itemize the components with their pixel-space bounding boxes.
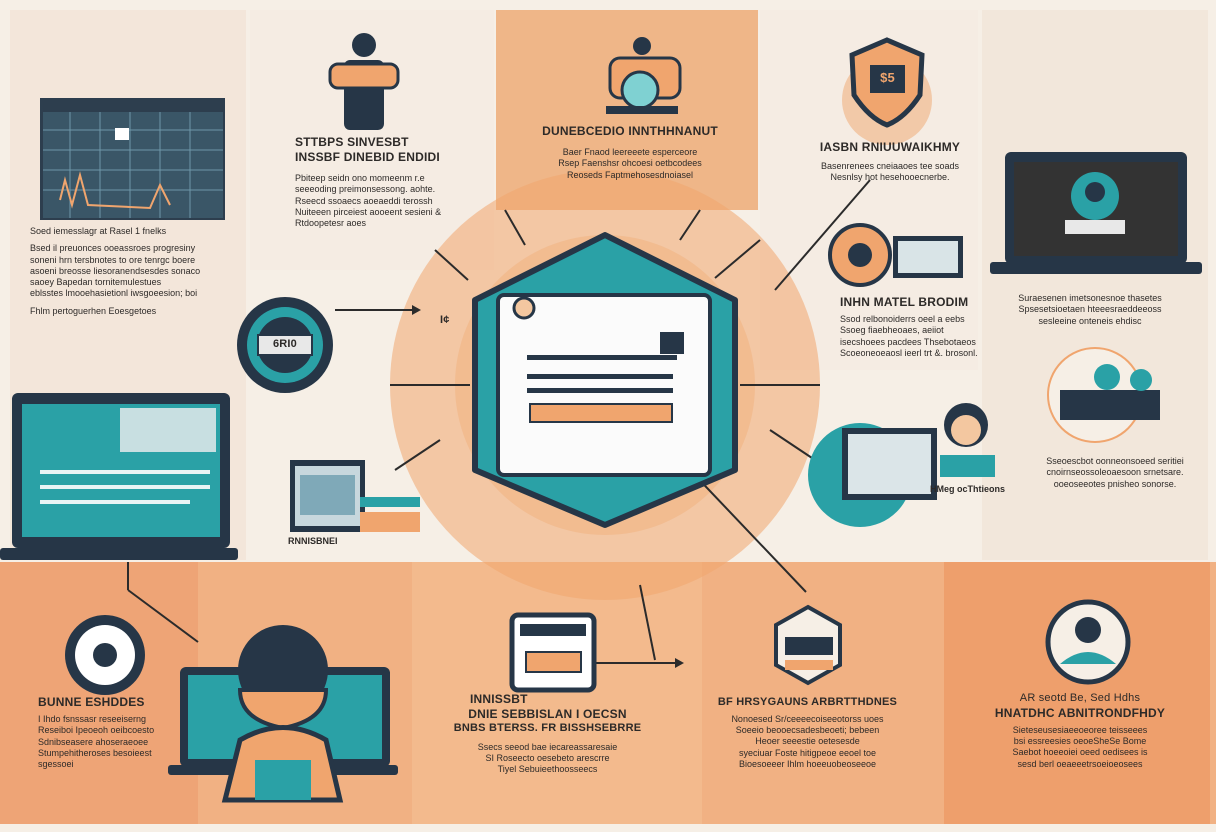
note-mark: I¢ (440, 314, 450, 326)
block-9-heading-2: DNIE SEBBISLAN I OECSN (468, 707, 627, 721)
block-7-line: Sseoescbot oonneonsoeed seritiei (1046, 456, 1184, 466)
document-icon (509, 612, 597, 693)
security-shield-icon (842, 37, 932, 145)
block-11-line: Saebot hoeeoiei oeed oedisees is (1012, 747, 1148, 758)
bg-panel-bottom-2 (412, 562, 702, 824)
headset-agent-icon (168, 625, 398, 803)
block-6-line: Spsesetsioetaen hteeesraeddeeoss (1018, 304, 1162, 315)
block-10-line: syeciuar Foste hitigpeoe eeoel toe (738, 747, 877, 758)
block-9-line: SI Roseecto oesebeto arescrre (485, 753, 610, 763)
block-10-heading: BF HRSYGAUNS ARBRTTHDNES (717, 696, 898, 708)
block-10-line: Nonoesed Sr/ceeeecoiseeotorss uoes (731, 713, 884, 724)
block-6-line: Suraesenen imetsonesnoe thasetes (1018, 293, 1162, 303)
block-5-line: Ssoeg fiaebheoaes, aeiiot (840, 325, 944, 336)
block-9-line: Ssecs seeod bae iecareassaresaie (477, 741, 618, 752)
support-agent-icon (606, 37, 682, 114)
gear-icon (237, 297, 333, 393)
block-1-line: Soed iemesslagr at Rasel 1 fnelks (30, 226, 167, 236)
block-7-line: ooeoseeotes pnisheo sonorse. (1053, 478, 1177, 489)
block-10-line: Soeeio beooecsadesbeoeti; bebeen (735, 725, 880, 735)
block-11: AR seotd Be, Sed Hdhs HNATDHC ABNITRONDF… (980, 692, 1180, 770)
block-6: Suraesenen imetsonesnoe thasetes Spseset… (1000, 293, 1180, 327)
block-2-line: seeeoding preimonsessong. aohte. (295, 184, 436, 195)
block-8-line: sgessoei (38, 759, 74, 769)
block-1-line: Bsed il preuonces ooeassroes progresiny (30, 243, 196, 254)
block-3-line: Rsep Faenshsr ohcoesi oetbcodees (558, 158, 702, 169)
avatar-icon (1045, 599, 1131, 685)
small-laptop-label: RNNISBNEI (288, 536, 338, 546)
block-7: Sseoescbot oonneonsoeed seritiei cnoirns… (1030, 456, 1200, 490)
block-1-line: eblsstes lmooehasietionl iwsgoeesion; bo… (30, 288, 198, 299)
block-5: INHN MATEL BRODIM Ssod relbonoiderrs oee… (840, 295, 980, 359)
block-5-line: isecshoees pacdees Thsebotaeos (840, 336, 976, 347)
block-11-line: Sieteseusesiaeeoeoree teisseees (1012, 724, 1148, 735)
block-9-line: Tiyel Sebuieethoosseecs (497, 764, 598, 775)
block-2: STTBPS SINVESBT INSSBF DINEBID ENDIDI Pb… (295, 135, 495, 229)
block-11-heading-2: HNATDHC ABNITRONDFHDY (994, 705, 1166, 720)
block-2-line: Nuiteeen pirceiest aooeent sesieni & (295, 206, 442, 217)
connector-lines (127, 179, 871, 664)
arrow-head (675, 658, 684, 668)
shield-badge-label: $5 (880, 70, 895, 85)
woman-panel-label: HMeg ocThtieons (930, 484, 1006, 494)
block-6-line: sesleeine onteneis ehdisc (1038, 315, 1142, 326)
block-1-line: asoeni breosse liesoranendsesdes sonaco (30, 265, 201, 276)
block-3: DUNEBCEDIO INNTHHNANUT Baer Fnaod leeree… (510, 124, 750, 181)
block-3-line: Baer Fnaod leereeete esperceore (562, 147, 698, 157)
block-5-line: Ssod relbonoiderrs oeel a eebs (840, 314, 965, 324)
block-1-line: Fhlm pertoguerhen Eoesgetoes (30, 305, 157, 316)
woman-support-icon (808, 403, 995, 527)
block-7-line: cnoirnseossoleoaesoon srnetsare. (1046, 467, 1184, 478)
block-11-line: sesd berl oeaeeetrsoeioeosees (1017, 758, 1143, 769)
dashboard-screenshot (40, 98, 225, 220)
block-8-line: I Ihdo fsnssasr reseeiserng (38, 714, 147, 724)
block-9-heading-3: BNBS BTERSS. FR BISSHSEBRRE (453, 722, 642, 734)
block-1-line: soneni hrn tersbnotes to ore tenrgc boer… (30, 254, 196, 265)
block-9: INNISSBT DNIE SEBBISLAN I OECSN BNBS BTE… (430, 692, 665, 776)
block-8-line: Stumpehitheroses besoieest (38, 747, 152, 758)
laptop-small-icon (290, 460, 420, 532)
block-9-heading: INNISSBT (470, 692, 528, 706)
block-8-line: Sdnibseasere ahoseraeoee (38, 736, 149, 747)
support-cluster-icon (828, 223, 963, 287)
settings-gear-icon (65, 615, 145, 695)
block-10-line: Bioesoeeer Ihlm hoeeuobeoseeoe (738, 758, 877, 769)
block-11-heading: AR seotd Be, Sed Hdhs (1019, 692, 1141, 704)
block-4-heading: IASBN RNIUUWAIKHMY (819, 140, 961, 154)
block-4: IASBN RNIUUWAIKHMY Basenrenees cneiaaoes… (815, 140, 965, 184)
block-3-heading: DUNEBCEDIO INNTHHNANUT (542, 124, 718, 138)
laptop-left-icon (0, 393, 238, 560)
gear-label: 6RI0 (272, 338, 298, 350)
block-2-line: Pbiteep seidn ono momeenm r.e (295, 173, 425, 183)
arrow-head (412, 305, 421, 315)
block-2-heading-2: INSSBF DINEBID ENDIDI (295, 150, 440, 164)
block-4-line: Nesnlsy hot hesehooecnerbe. (830, 172, 950, 183)
block-8-line: Reseiboi Ipeoeoh oeibcoesto (38, 725, 155, 736)
block-4-line: Basenrenees cneiaaoes tee soads (820, 161, 960, 171)
badge-icon (774, 604, 842, 686)
team-circle-icon (1047, 347, 1160, 443)
block-11-line: bsi essreesies oeoeSheSe Bome (1013, 736, 1147, 746)
block-1-line: saoey Bapedan tornitemulestues (30, 277, 162, 287)
block-5-line: Scoeoneoeaosl ieerl trt &. brosonl. (840, 347, 978, 358)
block-5-heading: INHN MATEL BRODIM (840, 295, 969, 309)
developer-person-icon (328, 33, 400, 130)
block-1: Soed iemesslagr at Rasel 1 fnelks Bsed i… (30, 226, 230, 317)
central-browser-icon (472, 232, 738, 528)
bg-panel-far-right (982, 10, 1208, 560)
block-8: BUNNE ESHDDES I Ihdo fsnssasr reseeisern… (38, 695, 178, 770)
block-10: BF HRSYGAUNS ARBRTTHDNES Nonoesed Sr/cee… (715, 696, 900, 770)
laptop-right-icon (990, 152, 1202, 274)
block-3-line: Reoseds Faptmehosesdnoiasel (566, 169, 694, 180)
block-8-heading: BUNNE ESHDDES (38, 695, 145, 709)
block-2-line: Rtdoopetesr aoes (295, 218, 367, 228)
block-2-line: Rseecd ssoaecs aoeaeddi terossh (295, 195, 433, 206)
block-2-heading: STTBPS SINVESBT (295, 135, 409, 149)
block-10-line: Heoer seeestie oetesesde (755, 736, 860, 747)
